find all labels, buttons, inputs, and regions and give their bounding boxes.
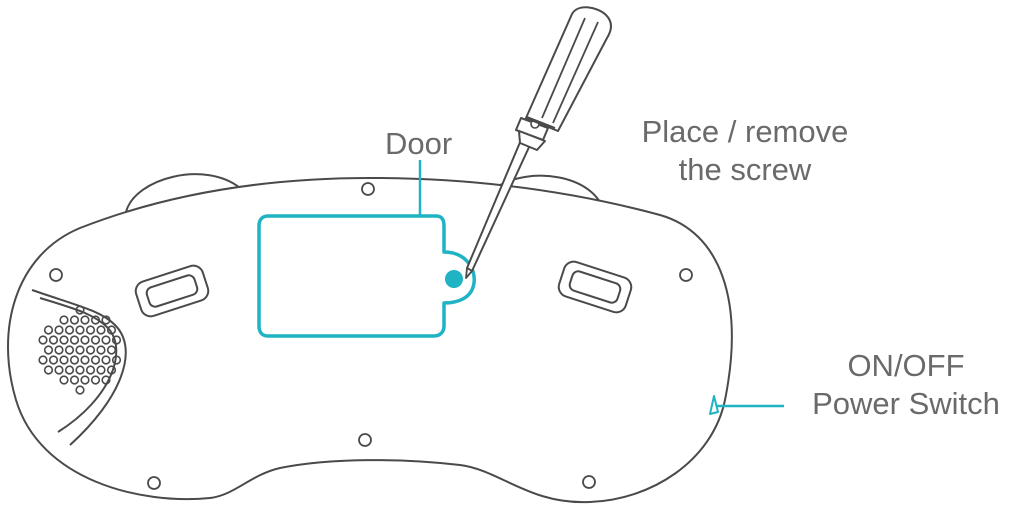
speaker-outline-outer [31, 289, 127, 446]
speaker-hole [59, 355, 69, 365]
speaker-hole [59, 375, 69, 385]
screw-label: Place / remove the screw [600, 113, 890, 189]
power-label-line1: ON/OFF [847, 348, 965, 383]
speaker-hole [90, 315, 101, 325]
speaker-hole [80, 315, 90, 325]
speaker-hole [64, 345, 75, 355]
battery-door [257, 214, 476, 338]
power-label-line2: Power Switch [812, 386, 1000, 421]
speaker-hole [101, 335, 111, 345]
speaker-hole [43, 365, 54, 375]
speaker-hole [85, 345, 96, 355]
speaker-hole [48, 335, 59, 345]
speaker-hole [69, 355, 80, 365]
screwdriver-icon [465, 6, 612, 279]
speaker-hole [106, 365, 117, 375]
power-switch-icon [709, 395, 719, 415]
speaker-hole [59, 335, 69, 345]
door-label: Door [385, 125, 452, 163]
speaker-hole [75, 365, 85, 375]
speaker-hole [59, 315, 69, 325]
screw-label-line1: Place / remove [641, 114, 849, 149]
speaker-hole [75, 305, 85, 315]
speaker-hole [69, 315, 80, 325]
speaker-grille [38, 305, 122, 395]
speaker-hole [101, 355, 111, 365]
speaker-hole [80, 335, 90, 345]
speaker-hole [69, 375, 80, 385]
speaker-hole [90, 375, 101, 385]
speaker-hole [64, 365, 75, 375]
screw-hole-bottom-right [582, 475, 596, 489]
speaker-hole [69, 335, 80, 345]
screw-hole-left [49, 268, 63, 282]
speaker-hole [64, 325, 75, 335]
speaker-hole [111, 355, 122, 365]
screw-hole-right [679, 268, 693, 282]
speaker-hole [96, 325, 106, 335]
left-rear-bump [125, 173, 241, 213]
speaker-hole [38, 335, 48, 345]
screw-hole-bottom-center [358, 433, 372, 447]
screw-label-line2: the screw [678, 152, 812, 187]
speaker-hole [85, 325, 96, 335]
controller-body [7, 176, 733, 504]
speaker-hole [106, 345, 117, 355]
speaker-hole [54, 325, 64, 335]
speaker-hole [101, 375, 111, 385]
screw-hole-top [361, 182, 375, 196]
door-screw [445, 270, 463, 288]
speaker-hole [54, 345, 64, 355]
speaker-hole [96, 365, 106, 375]
power-switch-label: ON/OFF Power Switch [796, 347, 1016, 423]
screw-hole-bottom-left [147, 476, 161, 490]
speaker-hole [75, 325, 85, 335]
right-slot-button [557, 260, 633, 314]
speaker-hole [38, 355, 48, 365]
speaker-hole [80, 355, 90, 365]
speaker-hole [90, 335, 101, 345]
speaker-hole [101, 315, 111, 325]
speaker-hole [43, 325, 54, 335]
speaker-hole [48, 355, 59, 365]
speaker-hole [43, 345, 54, 355]
door-label-text: Door [385, 126, 453, 161]
left-slot-button [134, 264, 210, 318]
speaker-hole [111, 335, 122, 345]
speaker-hole [75, 345, 85, 355]
speaker-hole [96, 345, 106, 355]
speaker-hole [54, 365, 64, 375]
speaker-hole [80, 375, 90, 385]
speaker-hole [85, 365, 96, 375]
speaker-hole [90, 355, 101, 365]
speaker-hole [75, 385, 85, 395]
speaker-hole [106, 325, 117, 335]
